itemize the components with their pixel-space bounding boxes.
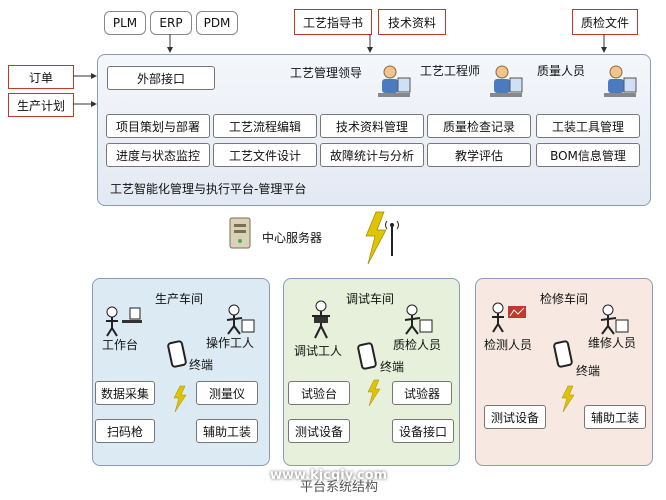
device-box: 扫码枪 — [95, 419, 155, 443]
worker-icon — [312, 300, 330, 339]
person-at-computer-icon — [604, 65, 637, 97]
diagram-caption: 平台系统结构 — [300, 480, 379, 495]
person-label: 工作台 — [102, 338, 139, 352]
person-label: 检测人员 — [484, 338, 533, 352]
device-box: 辅助工装 — [584, 405, 646, 429]
person-label: 质检人员 — [393, 338, 442, 352]
antenna-icon — [385, 220, 399, 256]
module-box: 工装工具管理 — [536, 114, 640, 138]
platform-title: 工艺智能化管理与执行平台-管理平台 — [110, 182, 307, 196]
role-process-leader: 工艺管理领导 — [290, 66, 363, 80]
person-at-workbench-icon — [106, 306, 142, 337]
repair-workshop-title: 检修车间 — [540, 292, 589, 306]
system-plm: PLM — [104, 11, 146, 35]
module-box: BOM信息管理 — [536, 143, 640, 167]
module-box: 技术资料管理 — [320, 114, 424, 138]
device-box: 数据采集 — [95, 381, 155, 405]
repair-workshop-panel — [475, 278, 653, 466]
device-box: 测试设备 — [484, 405, 546, 429]
external-interface-box: 外部接口 — [107, 66, 215, 90]
debug-workshop-title: 调试车间 — [346, 292, 395, 306]
terminal-label: 终端 — [576, 364, 601, 378]
person-label: 维修人员 — [588, 336, 637, 350]
device-box: 试验器 — [392, 381, 452, 405]
inspector-icon — [492, 302, 526, 333]
role-quality-staff: 质量人员 — [537, 64, 586, 78]
device-box: 测量仪 — [196, 381, 258, 405]
person-at-computer-icon — [378, 65, 411, 97]
lightning-icon — [367, 379, 381, 407]
person-at-computer-icon — [490, 65, 523, 97]
doc-qc-file: 质检文件 — [572, 9, 638, 35]
module-box: 工艺文件设计 — [213, 143, 317, 167]
doc-tech-material: 技术资料 — [378, 9, 446, 35]
device-box: 试验台 — [288, 381, 350, 405]
tablet-terminal-icon — [357, 342, 377, 370]
terminal-label: 终端 — [189, 358, 214, 372]
lightning-icon — [561, 385, 575, 413]
production-workshop-title: 生产车间 — [155, 292, 204, 306]
module-box: 工艺流程编辑 — [213, 114, 317, 138]
server-icon — [229, 217, 251, 249]
tablet-terminal-icon — [167, 340, 187, 368]
doc-process-guide: 工艺指导书 — [294, 9, 372, 35]
device-box: 辅助工装 — [196, 419, 258, 443]
system-pdm: PDM — [196, 11, 238, 35]
person-label: 操作工人 — [206, 336, 255, 350]
device-box: 测试设备 — [288, 419, 350, 443]
module-box: 质量检查记录 — [427, 114, 531, 138]
lightning-icon — [173, 385, 187, 413]
module-box: 故障统计与分析 — [320, 143, 424, 167]
tablet-terminal-icon — [553, 340, 573, 368]
module-box: 教学评估 — [427, 143, 531, 167]
worker-icon — [404, 304, 433, 335]
doc-order: 订单 — [8, 65, 74, 89]
module-box: 项目策划与部署 — [106, 114, 210, 138]
person-label: 调试工人 — [294, 344, 343, 358]
role-process-engineer: 工艺工程师 — [420, 64, 481, 78]
lightning-icon — [365, 211, 387, 265]
system-erp: ERP — [150, 11, 192, 35]
doc-production-plan: 生产计划 — [8, 93, 74, 117]
device-box: 设备接口 — [392, 419, 454, 443]
module-box: 进度与状态监控 — [106, 143, 210, 167]
central-server-label: 中心服务器 — [262, 231, 323, 245]
worker-icon — [226, 304, 255, 335]
worker-icon — [600, 304, 629, 335]
watermark-text: www.kjcqiy.com — [270, 468, 388, 483]
terminal-label: 终端 — [380, 360, 405, 374]
